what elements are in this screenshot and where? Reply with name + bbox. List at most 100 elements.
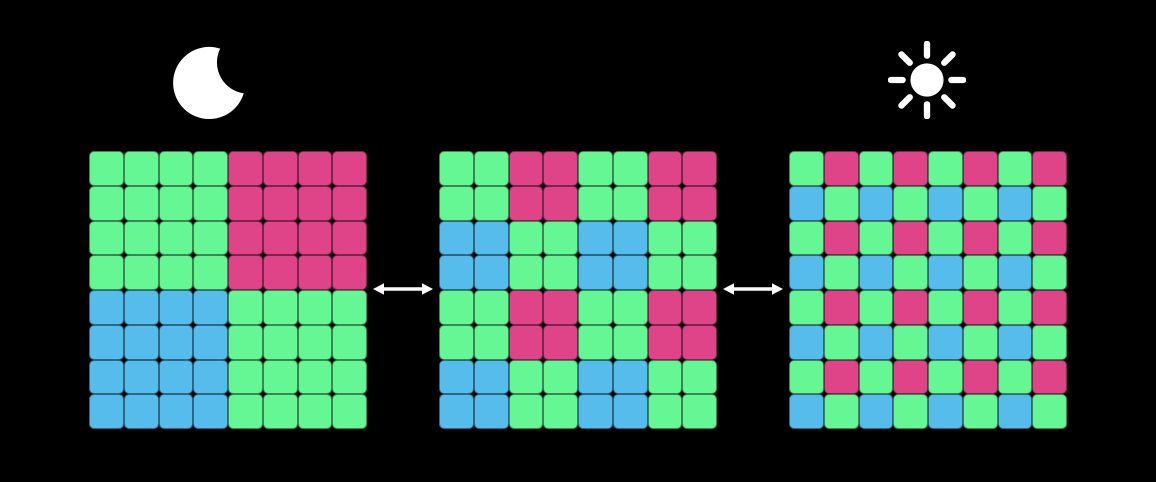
pixel-cell-blue <box>123 324 159 360</box>
pixel-cell-green <box>823 185 859 221</box>
pixel-grid-2x2-color-blocks <box>439 151 717 429</box>
left-right-arrow-icon <box>722 281 784 297</box>
pixel-cell-green <box>997 151 1033 186</box>
pixel-cell-green <box>332 290 367 325</box>
pixel-cell-pink <box>823 359 859 395</box>
pixel-cell-blue <box>473 220 509 256</box>
moon-icon <box>172 42 260 120</box>
pixel-cell-green <box>473 185 509 221</box>
pixel-cell-blue <box>193 290 228 325</box>
pixel-cell-green <box>158 220 194 256</box>
pixel-cell-blue <box>473 394 509 429</box>
pixel-cell-green <box>508 220 544 256</box>
pixel-cell-green <box>893 255 928 290</box>
pixel-cell-green <box>789 220 824 256</box>
pixel-cell-blue <box>89 290 124 325</box>
pixel-cell-pink <box>543 151 578 186</box>
pixel-cell-green <box>262 324 298 360</box>
pixel-cell-blue <box>612 255 648 290</box>
pixel-cell-pink <box>297 151 333 186</box>
pixel-cell-green <box>297 359 333 395</box>
pixel-cell-pink <box>1032 151 1067 186</box>
pixel-cell-blue <box>789 185 824 221</box>
pixel-cell-green <box>332 324 367 360</box>
pixel-cell-green <box>193 255 228 290</box>
pixel-cell-pink <box>262 220 298 256</box>
pixel-cell-pink <box>262 185 298 221</box>
pixel-cell-green <box>123 185 159 221</box>
pixel-cell-green <box>682 359 717 395</box>
pixel-cell-green <box>578 185 613 221</box>
pixel-cell-green <box>89 185 124 221</box>
pixel-cell-green <box>823 255 859 290</box>
pixel-cell-green <box>612 151 648 186</box>
pixel-cell-blue <box>997 255 1033 290</box>
pixel-cell-pink <box>508 290 544 325</box>
pixel-cell-green <box>193 220 228 256</box>
pixel-cell-green <box>928 359 963 395</box>
pixel-cell-pink <box>647 185 683 221</box>
pixel-cell-green <box>858 290 894 325</box>
pixel-cell-pink <box>262 255 298 290</box>
pixel-cell-green <box>928 151 963 186</box>
pixel-cell-blue <box>158 324 194 360</box>
pixel-cell-pink <box>647 151 683 186</box>
pixel-cell-pink <box>962 359 998 395</box>
pixel-cell-pink <box>508 324 544 360</box>
pixel-cell-green <box>508 359 544 395</box>
pixel-cell-pink <box>508 151 544 186</box>
pixel-cell-blue <box>928 185 963 221</box>
pixel-cell-green <box>193 185 228 221</box>
pixel-cell-blue <box>612 394 648 429</box>
pixel-cell-green <box>228 394 263 429</box>
pixel-cell-pink <box>962 290 998 325</box>
pixel-cell-green <box>612 324 648 360</box>
pixel-cell-blue <box>123 359 159 395</box>
pixel-cell-green <box>228 324 263 360</box>
pixel-cell-green <box>682 394 717 429</box>
pixel-cell-pink <box>332 220 367 256</box>
pixel-cell-green <box>543 359 578 395</box>
pixel-cell-green <box>647 255 683 290</box>
sun-icon <box>888 41 966 119</box>
pixel-cell-green <box>858 220 894 256</box>
pixel-cell-pink <box>332 151 367 186</box>
double-arrow-glyph <box>373 283 433 295</box>
pixel-cell-blue <box>997 324 1033 360</box>
pixel-cell-blue <box>789 394 824 429</box>
pixel-cell-green <box>682 220 717 256</box>
pixel-cell-blue <box>193 359 228 395</box>
pixel-cell-pink <box>647 324 683 360</box>
pixel-cell-blue <box>789 255 824 290</box>
pixel-cell-green <box>647 394 683 429</box>
pixel-cell-green <box>439 324 474 360</box>
pixel-cell-pink <box>543 290 578 325</box>
pixel-cell-green <box>893 185 928 221</box>
pixel-cell-green <box>297 394 333 429</box>
pixel-cell-pink <box>823 220 859 256</box>
pixel-cell-green <box>928 220 963 256</box>
pixel-cell-pink <box>682 290 717 325</box>
pixel-cell-pink <box>228 220 263 256</box>
pixel-cell-green <box>123 220 159 256</box>
pixel-cell-green <box>962 394 998 429</box>
pixel-cell-blue <box>858 185 894 221</box>
pixel-cell-blue <box>193 394 228 429</box>
pixel-cell-green <box>543 255 578 290</box>
pixel-cell-green <box>332 359 367 395</box>
pixel-cell-blue <box>858 324 894 360</box>
pixel-cell-blue <box>193 324 228 360</box>
pixel-cell-blue <box>858 255 894 290</box>
pixel-cell-green <box>89 220 124 256</box>
pixel-cell-green <box>578 151 613 186</box>
pixel-cell-blue <box>439 394 474 429</box>
pixel-cell-blue <box>578 255 613 290</box>
pixel-cell-green <box>858 359 894 395</box>
pixel-cell-pink <box>682 151 717 186</box>
pixel-cell-pink <box>1032 220 1067 256</box>
pixel-cell-green <box>543 220 578 256</box>
pixel-cell-green <box>508 394 544 429</box>
pixel-cell-green <box>262 394 298 429</box>
pixel-cell-green <box>997 220 1033 256</box>
pixel-cell-green <box>158 185 194 221</box>
